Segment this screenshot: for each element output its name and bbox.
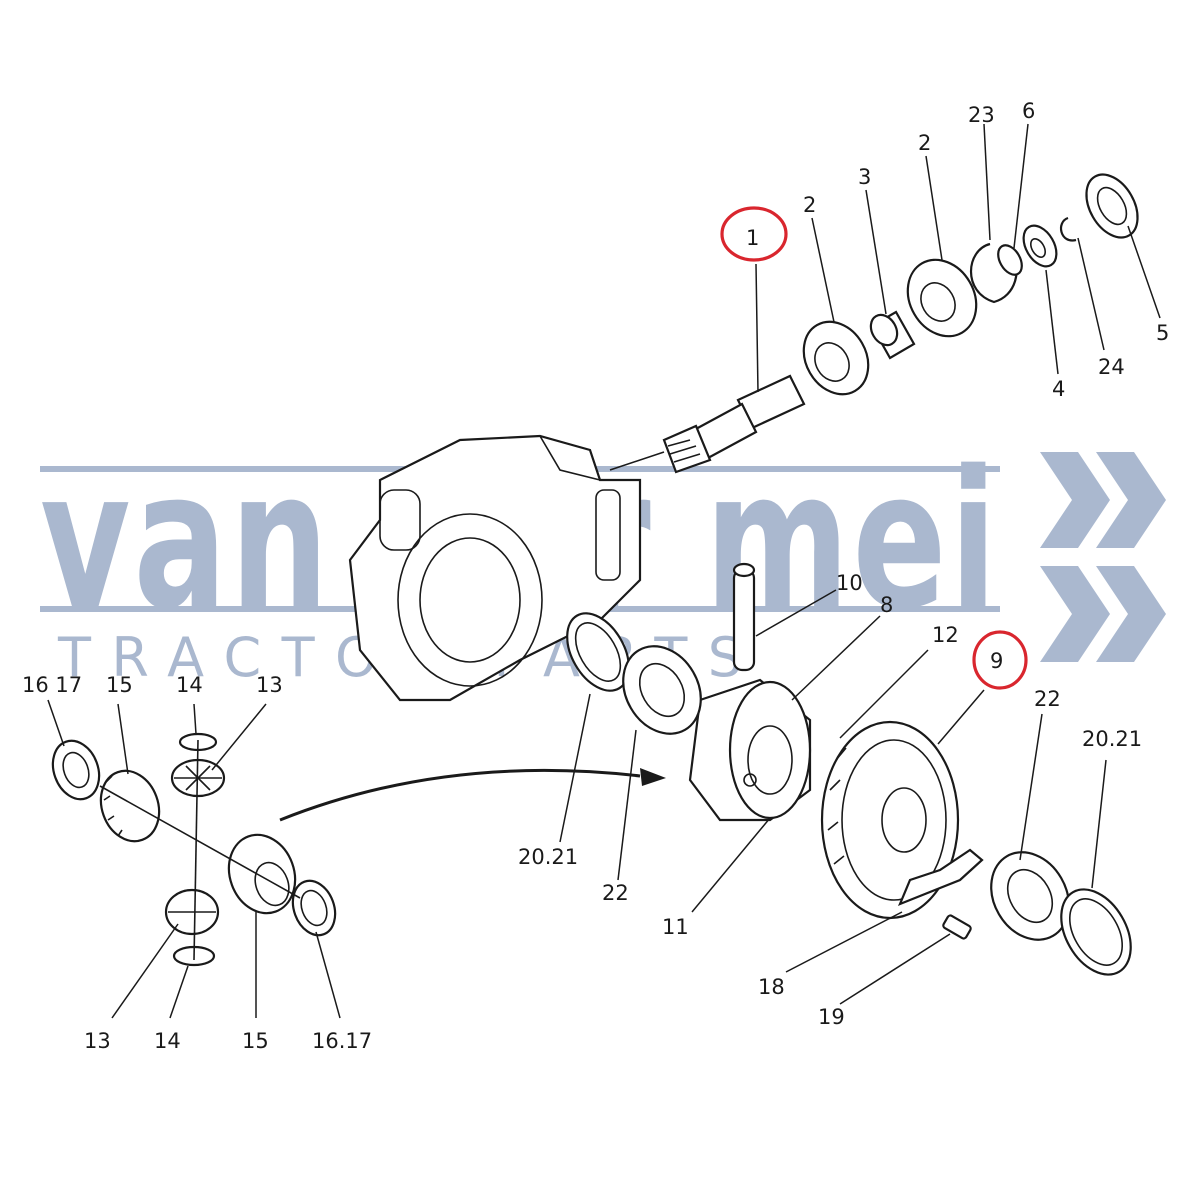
callout-5: 5	[1156, 321, 1169, 345]
callout-22-left: 22	[602, 881, 629, 905]
side-gear-15-top	[99, 769, 161, 843]
highlight-circle-9	[972, 630, 1028, 690]
callout-24: 24	[1098, 355, 1125, 379]
callout-labels: 1 2 3 2 23 6 4 24 5 10 8 12 9 22 20.21 2…	[22, 99, 1169, 1053]
callout-13-top: 13	[256, 673, 283, 697]
sleeve-3	[869, 310, 916, 360]
bearing-22-right	[990, 851, 1070, 941]
chevron-logo-icon	[1040, 452, 1166, 662]
bolt-19	[942, 914, 972, 940]
thrust-washer-16-17-bottom	[291, 879, 337, 937]
nut-6	[997, 244, 1023, 276]
callout-12: 12	[932, 623, 959, 647]
highlight-marks	[720, 206, 1028, 690]
callout-20-21-right: 20.21	[1082, 727, 1142, 751]
callout-22-right: 22	[1034, 687, 1061, 711]
side-gear-15-bottom	[227, 833, 297, 915]
leader-lines	[47, 123, 1161, 1019]
callout-15-bottom: 15	[242, 1029, 269, 1053]
callout-3: 3	[858, 165, 871, 189]
callout-8: 8	[880, 593, 893, 617]
callout-4: 4	[1052, 377, 1065, 401]
pinion-shaft	[609, 374, 806, 474]
diff-case-8	[688, 678, 812, 822]
pin-10	[732, 562, 756, 672]
callout-14-top: 14	[176, 673, 203, 697]
circlip-24	[1059, 216, 1077, 242]
callout-18: 18	[758, 975, 785, 999]
seal-20-21-right	[1060, 888, 1132, 976]
callout-19: 19	[818, 1005, 845, 1029]
assembly-arrow	[279, 769, 641, 822]
cross-shaft-centerline	[99, 785, 301, 899]
bearing-2-left	[802, 320, 870, 396]
callout-13-bottom: 13	[84, 1029, 111, 1053]
highlight-circle-1	[720, 206, 788, 262]
callout-1: 1	[746, 226, 759, 250]
callout-2-left: 2	[803, 193, 816, 217]
lock-plate-18	[897, 848, 984, 906]
callout-10: 10	[836, 571, 863, 595]
callout-16-17-bottom: 16.17	[312, 1029, 372, 1053]
bearing-2-right	[906, 258, 978, 338]
callout-16-17-top: 16 17	[22, 673, 82, 697]
washer-4	[1022, 224, 1058, 268]
callout-6: 6	[1022, 99, 1035, 123]
bearing-22-left	[622, 645, 702, 735]
callout-20-21-left: 20.21	[518, 845, 578, 869]
callout-23: 23	[968, 103, 995, 127]
callout-15-top: 15	[106, 673, 133, 697]
pinion-centerline	[193, 739, 199, 961]
callout-9: 9	[990, 649, 1003, 673]
callout-14-bottom: 14	[154, 1029, 181, 1053]
pinion-13-bottom	[164, 888, 220, 936]
callout-11: 11	[662, 915, 689, 939]
thrust-washer-16-17-top	[51, 739, 101, 801]
arrow-head-icon	[640, 768, 666, 786]
callout-2-right: 2	[918, 131, 931, 155]
seal-5	[1085, 173, 1139, 239]
seal-20-21-left	[566, 612, 630, 692]
